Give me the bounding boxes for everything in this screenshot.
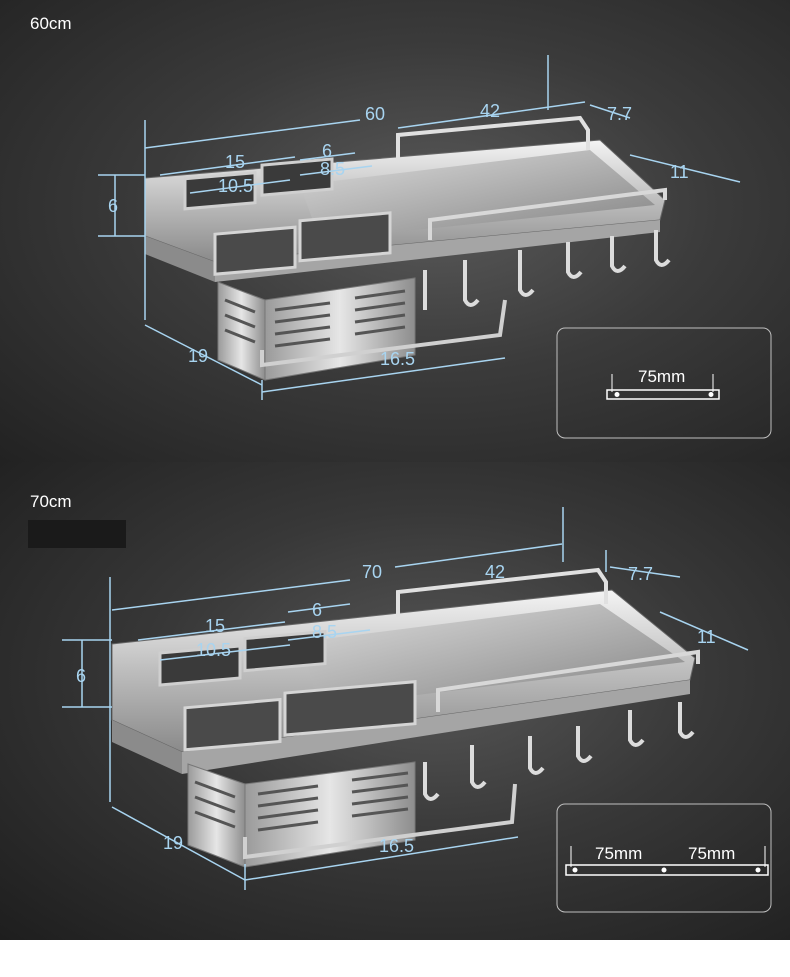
inset-label: 75mm	[688, 844, 735, 863]
dim-depth: 19	[163, 833, 183, 853]
rack-illustration: 70 42 7.7 11 15 6 8.5 10.5 6 19 16.5 75m…	[62, 507, 772, 913]
mount-inset: 75mm	[556, 327, 772, 439]
dim-hook-rail: 11	[670, 162, 689, 182]
dim-height: 6	[108, 196, 118, 216]
product-panel-60cm: 60cm	[0, 0, 790, 462]
dim-cup-inner: 10.5	[196, 640, 231, 660]
dim-rail: 42	[480, 101, 500, 121]
bottom-strip	[0, 940, 790, 977]
dim-basket: 16.5	[379, 836, 414, 856]
size-label: 60cm	[30, 14, 72, 33]
dim-cup-width: 15	[205, 616, 225, 636]
dim-rail: 42	[485, 562, 505, 582]
inset-label: 75mm	[638, 367, 685, 386]
dim-depth-top: 7.7	[628, 564, 653, 584]
dim-depth: 19	[188, 346, 208, 366]
dim-cup-small: 6	[312, 600, 322, 620]
dim-cup-mid: 8.5	[312, 622, 337, 642]
dim-cup-inner: 10.5	[218, 176, 253, 196]
product-panel-70cm: 70cm	[0, 462, 790, 940]
dim-hook-rail: 11	[697, 627, 716, 647]
dim-cup-mid: 8.5	[320, 159, 345, 179]
dim-depth-top: 7.7	[607, 104, 632, 124]
dim-basket: 16.5	[380, 349, 415, 369]
size-label: 70cm	[30, 492, 72, 511]
dim-total: 70	[362, 562, 382, 582]
rack-body	[111, 567, 700, 868]
rack-illustration: 60 42 7.7 11 15 6 8.5 10.5 6 19 16.5 75m…	[98, 55, 772, 439]
hooks	[423, 230, 671, 310]
dim-total: 60	[365, 104, 385, 124]
redacted-text	[28, 520, 126, 548]
rack-body	[144, 115, 667, 381]
dimension-lines	[62, 507, 749, 890]
mount-inset: 75mm 75mm	[556, 803, 772, 913]
dim-height: 6	[76, 666, 86, 686]
dimension-lines	[98, 55, 741, 400]
dim-cup-width: 15	[225, 152, 245, 172]
dim-cup-small: 6	[322, 141, 332, 161]
hooks	[423, 702, 695, 801]
inset-label: 75mm	[595, 844, 642, 863]
